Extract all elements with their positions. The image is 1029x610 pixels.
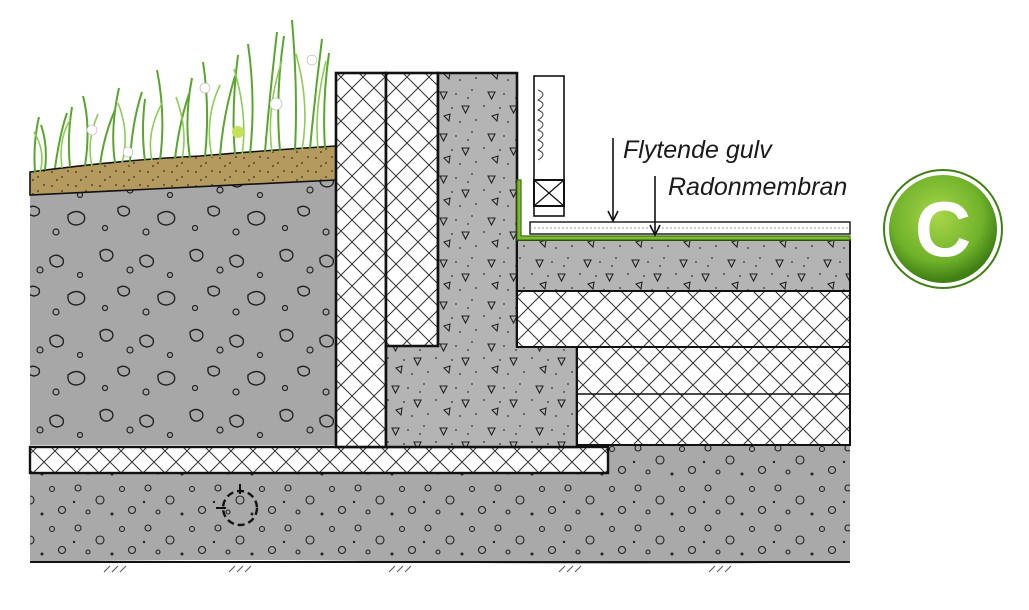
flower-icons <box>86 54 318 158</box>
label-floating-floor: Flytende gulv <box>623 136 773 164</box>
inner-wall-insulation <box>536 89 544 161</box>
wall-insulation-outer <box>334 71 388 449</box>
native-soil-left <box>30 180 336 445</box>
badge-c: C <box>883 169 1003 289</box>
insulation-under-footing <box>28 445 610 475</box>
wall-insulation-inner <box>384 71 440 350</box>
grass-tufts-light <box>33 53 327 173</box>
label-radon-membrane: Radonmembran <box>668 173 847 201</box>
crushed-stone-bed <box>30 472 850 564</box>
grass-tufts <box>33 19 330 173</box>
crushed-stone-bed-right <box>608 445 850 472</box>
badge-letter: C <box>915 185 971 273</box>
concrete-slab <box>516 239 851 292</box>
foundation-wall <box>384 71 579 449</box>
ground-hatch <box>103 565 732 573</box>
insulation-under-slab-lower <box>576 346 851 446</box>
radon-membrane-layer <box>516 179 851 241</box>
drain-pipe-icon <box>216 484 259 527</box>
insulation-under-slab-upper <box>516 290 851 348</box>
